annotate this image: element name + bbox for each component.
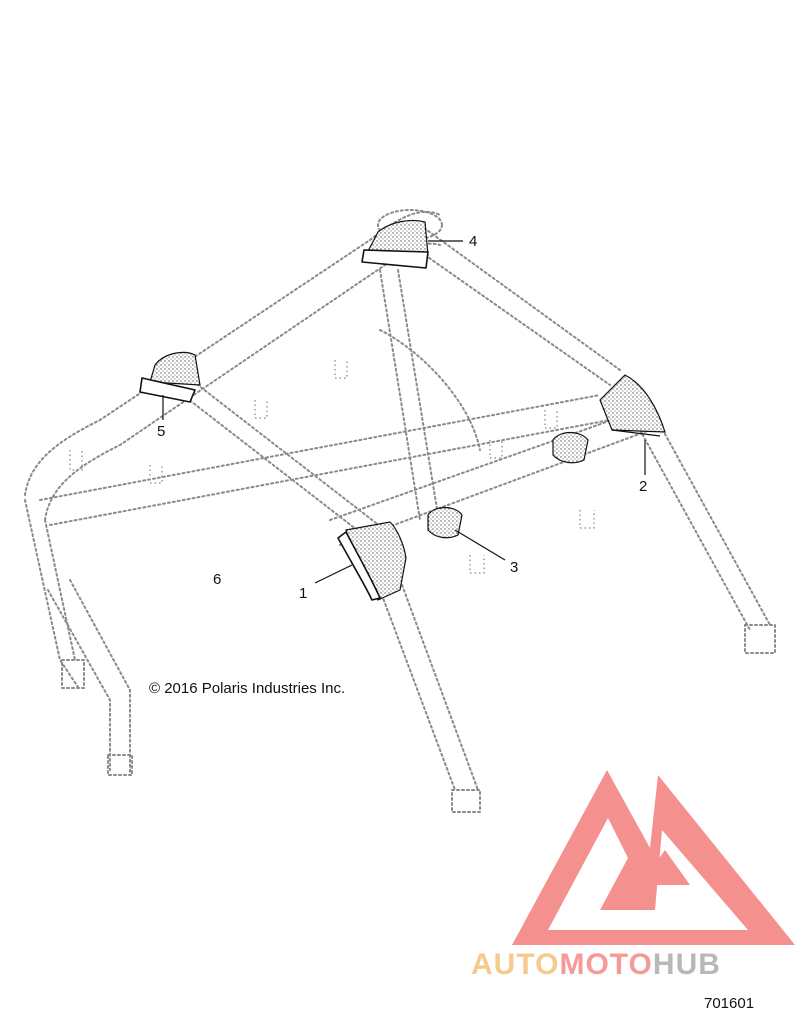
callout-5: 5 <box>157 423 166 440</box>
roll-cage-frame <box>24 209 776 813</box>
watermark-brand-text: AUTOMOTOHUB <box>471 948 721 982</box>
watermark-auto: AUTO <box>471 948 560 981</box>
callout-4: 4 <box>469 233 478 250</box>
part-3-clip-front <box>427 506 463 539</box>
part-3-clip-rear <box>552 431 589 464</box>
part-5-corner-trim <box>139 351 201 403</box>
leader-lines <box>162 240 646 584</box>
callout-1: 1 <box>299 585 308 602</box>
callout-2: 2 <box>639 478 648 495</box>
callout-3: 3 <box>510 559 519 576</box>
figure-number: 701601 <box>704 995 755 1012</box>
copyright-notice: © 2016 Polaris Industries Inc. <box>149 680 346 697</box>
part-4-corner-trim <box>361 219 429 269</box>
part-2-trim-panel <box>599 374 666 437</box>
automotohub-logo <box>512 770 795 945</box>
part-1-trim-panel <box>337 521 407 601</box>
watermark-hub: HUB <box>652 948 721 981</box>
watermark-moto: MOTO <box>559 948 653 981</box>
callout-6: 6 <box>213 571 222 588</box>
